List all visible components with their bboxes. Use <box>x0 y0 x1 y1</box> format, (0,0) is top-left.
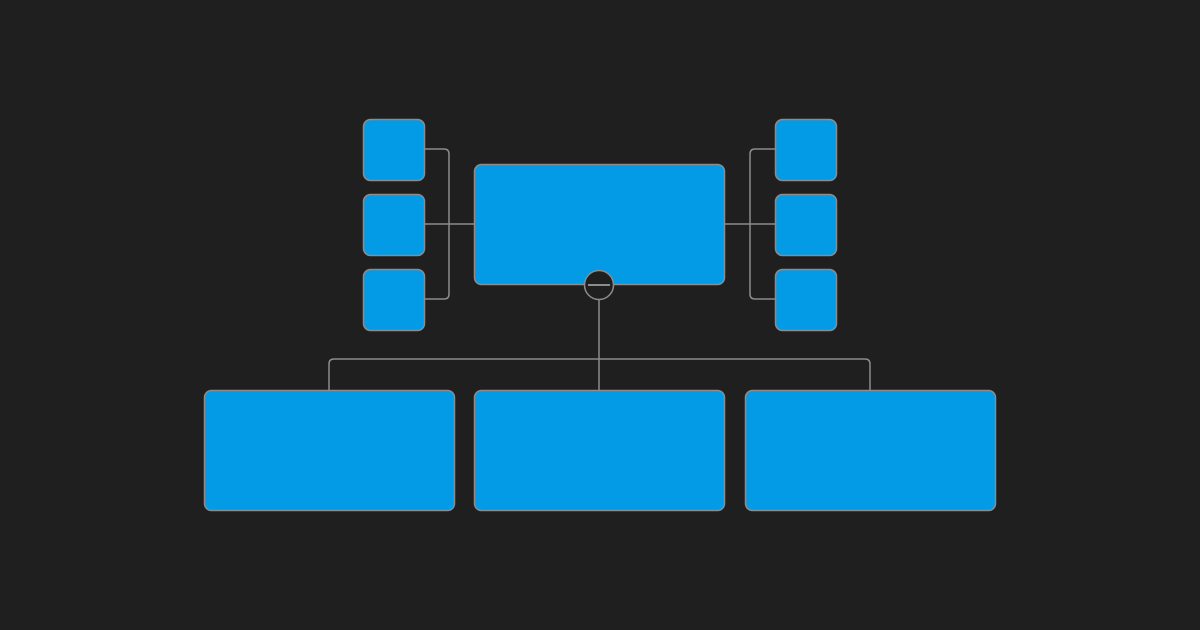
connector-left-group <box>424 148 474 300</box>
connector-children <box>328 300 871 390</box>
left-node-2[interactable] <box>362 193 426 257</box>
collapse-minus-icon[interactable] <box>583 269 615 301</box>
child-node-3[interactable] <box>744 389 997 512</box>
right-node-1[interactable] <box>774 118 838 182</box>
left-node-3[interactable] <box>362 268 426 332</box>
left-node-1[interactable] <box>362 118 426 182</box>
child-node-2[interactable] <box>473 389 726 512</box>
child-node-1[interactable] <box>203 389 456 512</box>
right-node-3[interactable] <box>774 268 838 332</box>
right-node-2[interactable] <box>774 193 838 257</box>
central-node[interactable] <box>473 163 726 286</box>
connector-right-group <box>725 148 775 300</box>
